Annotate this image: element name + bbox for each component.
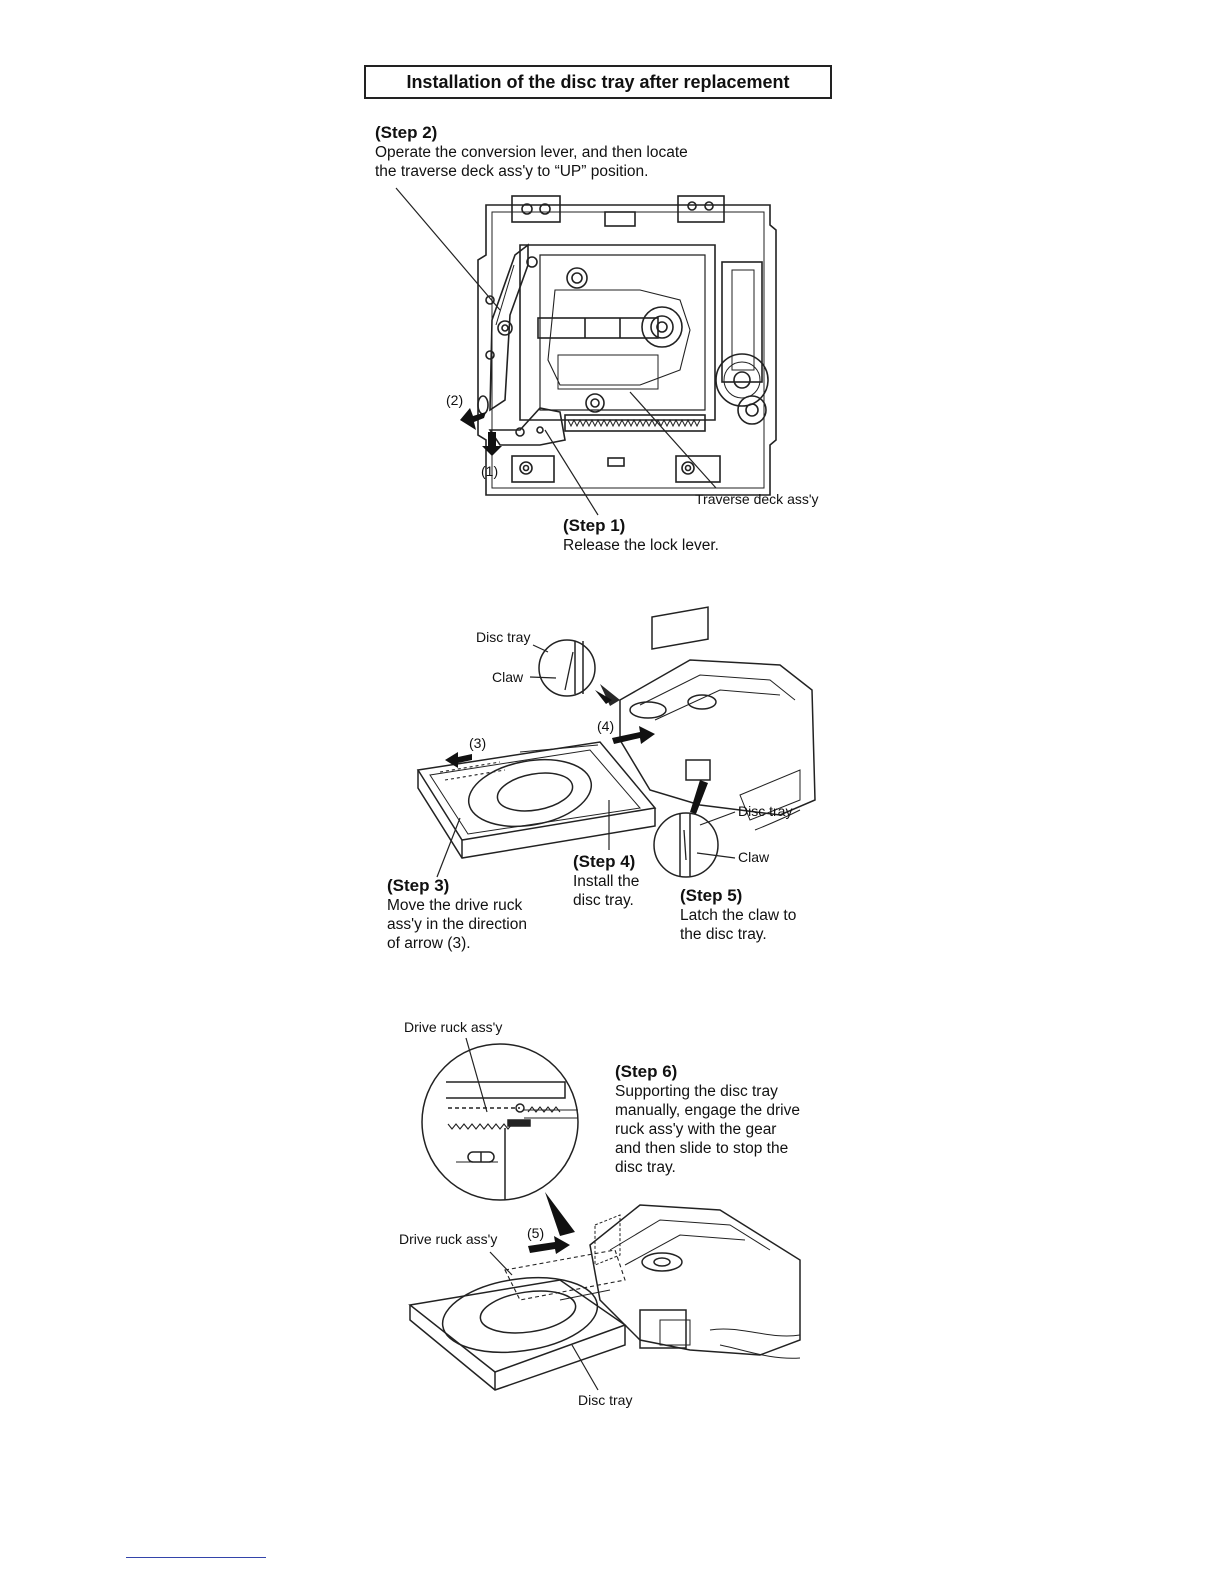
step3-heading: (Step 3) — [387, 876, 450, 895]
step2-line2: the traverse deck ass'y to “UP” position… — [375, 163, 649, 180]
step5-block: (Step 5) Latch the claw to the disc tray… — [680, 886, 796, 944]
detail-circle-right — [653, 812, 719, 878]
step5-heading: (Step 5) — [680, 886, 743, 905]
step6-line2: manually, engage the drive — [615, 1102, 800, 1119]
step2-heading: (Step 2) — [375, 123, 438, 142]
step2-block: (Step 2) Operate the conversion lever, a… — [375, 123, 688, 181]
detail-circle-top — [538, 639, 596, 697]
section-title: Installation of the disc tray after repl… — [406, 71, 790, 92]
arrow-4-label: (4) — [597, 718, 615, 734]
step3-line2: ass'y in the direction — [387, 916, 527, 933]
step6-line5: disc tray. — [615, 1159, 676, 1176]
detail-circle-drive-ruck — [421, 1043, 579, 1201]
step1-heading: (Step 1) — [563, 516, 626, 535]
step6-line3: ruck ass'y with the gear — [615, 1121, 777, 1138]
step5-line2: the disc tray. — [680, 926, 767, 943]
step6-line1: Supporting the disc tray — [615, 1083, 778, 1100]
step2-line1: Operate the conversion lever, and then l… — [375, 144, 688, 161]
step3-line1: Move the drive ruck — [387, 897, 523, 914]
step5-line1: Latch the claw to — [680, 907, 797, 924]
step6-line4: and then slide to stop the — [615, 1140, 789, 1157]
conversion-lever — [489, 243, 529, 412]
arrow-5-label: (5) — [527, 1225, 545, 1241]
arrow-3-label: (3) — [469, 735, 487, 751]
step4-block: (Step 4) Install the disc tray. — [573, 852, 639, 910]
disc-tray-label-right: Disc tray — [738, 803, 793, 819]
step1-block: (Step 1) Release the lock lever. — [563, 516, 719, 555]
step3-line3: of arrow (3). — [387, 935, 471, 952]
step4-line2: disc tray. — [573, 892, 634, 909]
step6-heading: (Step 6) — [615, 1062, 678, 1081]
disc-tray-label-top: Disc tray — [476, 629, 531, 645]
arrow-1-label: (1) — [481, 463, 499, 479]
step4-heading: (Step 4) — [573, 852, 636, 871]
arrow-2-label: (2) — [446, 392, 464, 408]
claw-label-right: Claw — [738, 849, 770, 865]
claw-label-top: Claw — [492, 669, 524, 685]
section-title-box: Installation of the disc tray after repl… — [364, 65, 832, 99]
step1-line1: Release the lock lever. — [563, 537, 719, 554]
step4-line1: Install the — [573, 873, 640, 890]
footer-rule — [126, 1557, 266, 1558]
step3-block: (Step 3) Move the drive ruck ass'y in th… — [387, 876, 527, 953]
lock-lever — [488, 407, 566, 446]
drive-ruck-label-mid: Drive ruck ass'y — [399, 1231, 498, 1247]
traverse-deck-label: Traverse deck ass'y — [695, 491, 819, 507]
deck-frame — [477, 204, 777, 496]
step6-block: (Step 6) Supporting the disc tray manual… — [615, 1062, 800, 1177]
disc-tray-label-bottom: Disc tray — [578, 1392, 633, 1408]
drive-ruck-label-top: Drive ruck ass'y — [404, 1019, 503, 1035]
